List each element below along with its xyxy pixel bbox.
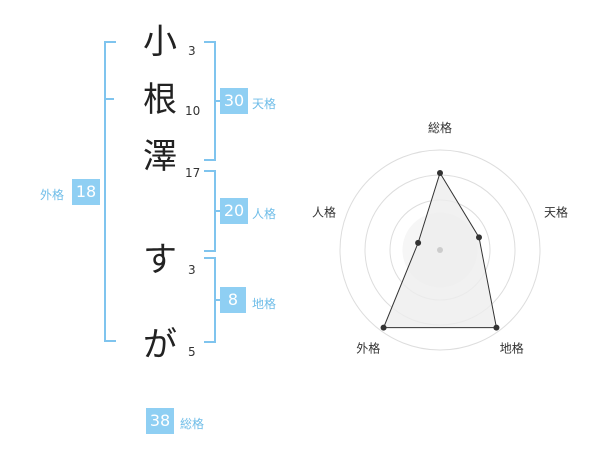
radar-point-4	[415, 239, 422, 246]
name-char-3: 澤	[143, 137, 177, 177]
radar-axis-label-1: 天格	[544, 204, 568, 219]
gaikaku-bracket	[104, 41, 116, 342]
tenkaku-label: 天格	[252, 97, 277, 111]
tenkaku-value: 30	[220, 88, 248, 114]
gaikaku-label: 外格	[40, 188, 65, 202]
stroke-count-5: 5	[188, 345, 196, 359]
radar-axis-label-3: 外格	[356, 341, 380, 356]
jinkaku-value: 20	[220, 198, 248, 224]
chikaku-value: 8	[220, 287, 246, 313]
radar-axis-label-4: 人格	[312, 204, 336, 219]
stroke-count-4: 3	[188, 263, 196, 277]
tenkaku-connector	[214, 100, 220, 102]
stroke-count-2: 10	[185, 104, 201, 118]
jinkaku-label: 人格	[252, 207, 277, 221]
chikaku-connector	[214, 299, 220, 301]
radar-axis-label-2: 地格	[500, 341, 524, 356]
name-char-5: が	[143, 325, 177, 365]
radar-center-dot	[437, 247, 443, 253]
name-char-4: す	[143, 240, 177, 280]
radar-point-3	[380, 324, 387, 331]
chikaku-label: 地格	[252, 297, 277, 311]
radar-ring	[339, 149, 541, 351]
name-char-1: 小	[143, 22, 177, 62]
radar-axis-label-0: 総格	[428, 120, 452, 135]
name-char-2: 根	[143, 80, 177, 120]
soukaku-label: 総格	[180, 417, 205, 431]
radar-point-1	[475, 234, 482, 241]
gaikaku-value: 18	[72, 179, 100, 205]
soukaku-value: 38	[146, 408, 174, 434]
stroke-count-3: 17	[185, 166, 201, 180]
gaikaku-top-tick	[104, 98, 114, 100]
jinkaku-connector	[214, 210, 220, 212]
radar-point-0	[437, 170, 443, 176]
stroke-count-1: 3	[188, 44, 196, 58]
radar-point-2	[493, 324, 500, 331]
